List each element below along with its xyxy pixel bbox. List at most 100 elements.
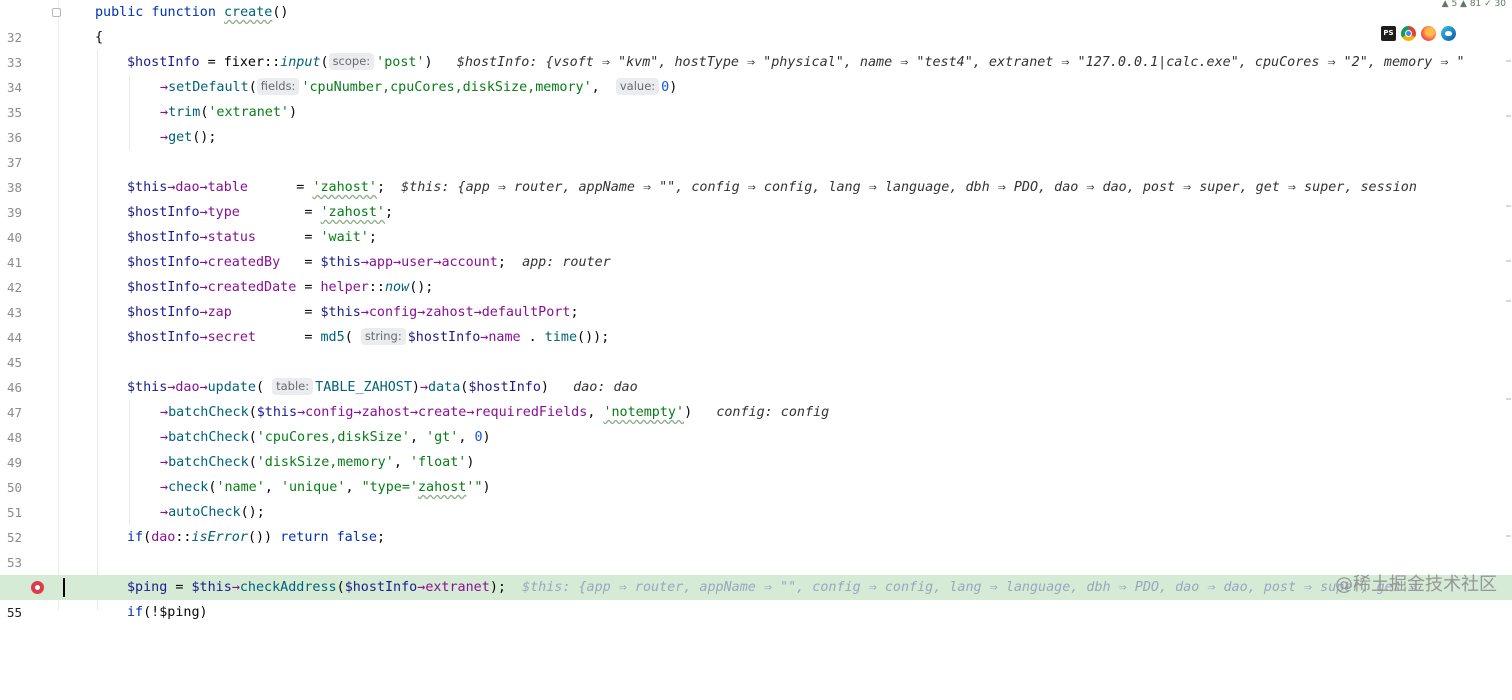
stripe-mark[interactable] bbox=[1506, 115, 1511, 117]
operator: = bbox=[280, 255, 321, 270]
function-name: isError bbox=[191, 530, 248, 545]
stripe-mark[interactable] bbox=[1506, 398, 1511, 400]
operator: → bbox=[199, 330, 208, 345]
debug-inline-value[interactable]: dao: dao bbox=[573, 380, 638, 395]
code-line[interactable]: 48 →batchCheck($this→config→zahost→creat… bbox=[0, 400, 1512, 445]
operator: → bbox=[353, 405, 362, 420]
code-line[interactable]: 53 if(dao::isError()) return false; bbox=[0, 525, 1512, 570]
edge-icon[interactable] bbox=[1441, 26, 1456, 41]
fold-marker-icon[interactable] bbox=[52, 8, 61, 17]
debug-inline-value[interactable]: $this: {app ⇒ router, appName ⇒ "", conf… bbox=[401, 180, 1417, 195]
line-number: 40 bbox=[6, 230, 22, 245]
line-number: 43 bbox=[6, 305, 22, 320]
code-line[interactable]: 54 bbox=[0, 550, 1512, 595]
code-line[interactable]: 46 bbox=[0, 350, 1512, 395]
operator: = bbox=[247, 180, 313, 195]
debug-inline-value[interactable]: $hostInfo: {vsoft ⇒ "kvm", hostType ⇒ "p… bbox=[456, 55, 1465, 70]
property: config bbox=[305, 405, 354, 420]
stripe-mark[interactable] bbox=[1506, 60, 1511, 62]
code-line[interactable]: 34 $hostInfo = fixer::input(scope:'post'… bbox=[0, 50, 1512, 95]
punctuation: ) bbox=[482, 480, 491, 495]
inspection-status[interactable]: ▲ 5 ▲ 81 ✓ 30 bbox=[1441, 0, 1506, 9]
punctuation: (); bbox=[409, 280, 434, 295]
operator: :: bbox=[368, 280, 385, 295]
variable: $this bbox=[191, 580, 232, 595]
stripe-mark[interactable] bbox=[1506, 300, 1511, 302]
code-line[interactable]: 37 →get(); bbox=[0, 125, 1512, 170]
stripe-mark[interactable] bbox=[1506, 205, 1511, 207]
property: dao bbox=[175, 180, 200, 195]
code-line[interactable]: 52 →autoCheck(); bbox=[0, 500, 1512, 545]
string-literal: 'wait' bbox=[320, 230, 369, 245]
stripe-mark[interactable] bbox=[1506, 535, 1511, 537]
property: user bbox=[401, 255, 434, 270]
string-literal: 'zahost' bbox=[320, 205, 386, 220]
breakpoint-icon[interactable] bbox=[31, 581, 44, 594]
code-line[interactable]: 36 →trim('extranet') bbox=[0, 100, 1512, 145]
current-execution-line[interactable]: 55 $ping = $this→checkAddress($hostInfo→… bbox=[0, 575, 1512, 620]
debug-inline-value[interactable]: $this: {app ⇒ router, appName ⇒ "", conf… bbox=[522, 580, 1425, 595]
code-text: $hostInfo→createdDate = helper::now(); bbox=[127, 275, 433, 300]
code-line[interactable]: 45 $hostInfo→secret = md5( string:$hostI… bbox=[0, 325, 1512, 370]
code-line[interactable]: 32 public function create() bbox=[0, 0, 1512, 45]
browser-toolbar: PS bbox=[1381, 26, 1456, 42]
variable: $this bbox=[127, 180, 168, 195]
debug-inline-value[interactable]: app: router bbox=[522, 255, 611, 270]
code-line[interactable]: 38 bbox=[0, 150, 1512, 195]
punctuation: ( bbox=[143, 530, 152, 545]
error-stripe[interactable] bbox=[1506, 0, 1512, 610]
variable: $hostInfo bbox=[127, 255, 200, 270]
debug-inline-value[interactable]: config: config bbox=[716, 405, 830, 420]
method-name: autoCheck bbox=[168, 505, 241, 520]
parameter-hint: string: bbox=[360, 328, 406, 345]
operator: → bbox=[393, 255, 402, 270]
line-number: 52 bbox=[6, 530, 22, 545]
operator: → bbox=[167, 380, 176, 395]
operator: = bbox=[256, 230, 321, 245]
code-line[interactable]: 47 $this→dao→update( table:TABLE_ZAHOST)… bbox=[0, 375, 1512, 420]
code-line[interactable]: 42 $hostInfo→createdBy = $this→app→user→… bbox=[0, 250, 1512, 295]
operator: → bbox=[199, 305, 208, 320]
code-line[interactable]: 49 →batchCheck('cpuCores,diskSize', 'gt'… bbox=[0, 425, 1512, 470]
property: type bbox=[207, 205, 240, 220]
line-number: 51 bbox=[6, 505, 22, 520]
code-line[interactable]: if(!$ping) bbox=[0, 600, 1512, 625]
method-name: batchCheck bbox=[168, 405, 249, 420]
property: config bbox=[368, 305, 418, 320]
string-literal: "type=' bbox=[361, 480, 418, 495]
function-name: now bbox=[385, 280, 410, 295]
code-line[interactable]: 51 →check('name', 'unique', "type='zahos… bbox=[0, 475, 1512, 520]
code-line[interactable]: 43 $hostInfo→createdDate = helper::now()… bbox=[0, 275, 1512, 320]
code-line[interactable]: 44 $hostInfo→zap = $this→config→zahost→d… bbox=[0, 300, 1512, 345]
line-number: 42 bbox=[6, 280, 22, 295]
code-text: →get(); bbox=[160, 125, 216, 150]
line-number: 44 bbox=[6, 330, 22, 345]
firefox-icon[interactable] bbox=[1421, 26, 1436, 41]
method-name: batchCheck bbox=[168, 455, 249, 470]
punctuation: ( bbox=[208, 480, 217, 495]
code-line[interactable]: 40 $hostInfo→type = 'zahost'; bbox=[0, 200, 1512, 245]
punctuation: ; bbox=[385, 205, 394, 220]
punctuation: , bbox=[393, 455, 410, 470]
function-name: create bbox=[224, 5, 273, 20]
code-line[interactable]: 35 →setDefault(fields:'cpuNumber,cpuCore… bbox=[0, 75, 1512, 120]
chrome-icon[interactable] bbox=[1401, 26, 1416, 41]
code-line[interactable]: 39 $this→dao→table = 'zahost'; $this: {a… bbox=[0, 175, 1512, 220]
code-line[interactable]: 50 →batchCheck('diskSize,memory', 'float… bbox=[0, 450, 1512, 495]
operator: → bbox=[409, 405, 418, 420]
code-line[interactable]: 41 $hostInfo→status = 'wait'; bbox=[0, 225, 1512, 270]
code-text: $hostInfo→zap = $this→config→zahost→defa… bbox=[127, 300, 579, 325]
parameter-hint: value: bbox=[615, 78, 660, 95]
punctuation: ); bbox=[489, 580, 506, 595]
operator: → bbox=[360, 305, 369, 320]
whitespace bbox=[329, 530, 337, 545]
code-text: $ping = $this→checkAddress($hostInfo→ext… bbox=[127, 575, 1425, 600]
stripe-mark[interactable] bbox=[1506, 260, 1511, 262]
code-line[interactable]: 33 { bbox=[0, 25, 1512, 70]
punctuation: ; bbox=[570, 305, 579, 320]
method-name: batchCheck bbox=[168, 430, 249, 445]
variable: $hostInfo bbox=[407, 330, 481, 345]
phpstorm-icon[interactable]: PS bbox=[1381, 26, 1396, 41]
punctuation: , bbox=[409, 430, 427, 445]
operator: → bbox=[160, 480, 169, 495]
